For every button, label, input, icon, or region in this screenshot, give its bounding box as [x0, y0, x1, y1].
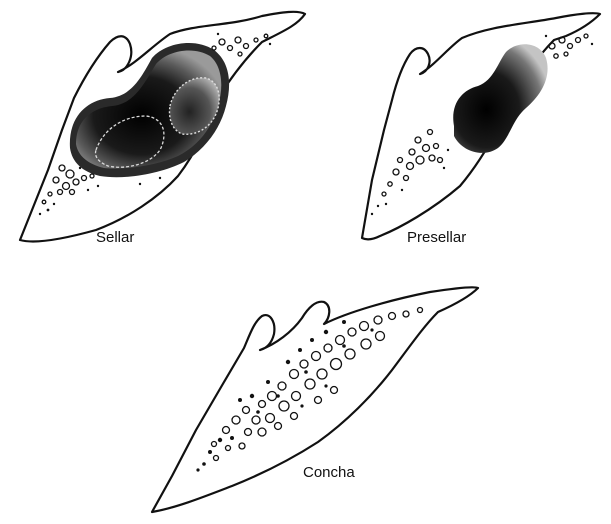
- sellar-label: Sellar: [96, 229, 134, 246]
- presellar-label: Presellar: [407, 229, 466, 246]
- presellar-panel: [362, 13, 600, 239]
- concha-label: Concha: [303, 464, 355, 481]
- sellar-panel: [20, 12, 305, 242]
